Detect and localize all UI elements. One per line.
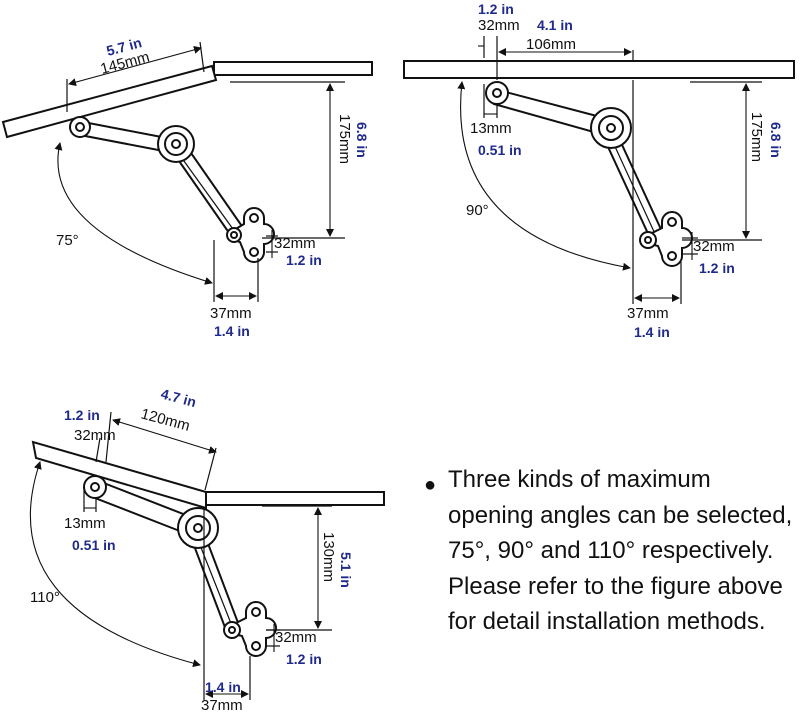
- figure-110-degree: 1.2 in 32mm 4.7 in 120mm 13mm 0.51 in: [29, 385, 385, 714]
- angle-arc: [457, 81, 631, 271]
- base-height-mm: 32mm: [275, 629, 317, 646]
- pivot-mm: 13mm: [470, 120, 512, 137]
- height-mm: 130mm: [320, 532, 337, 582]
- height-in: 6.8 in: [354, 122, 370, 158]
- pivot-in: 0.51 in: [72, 537, 116, 553]
- lid-length-mm: 106mm: [526, 36, 576, 53]
- height-in: 6.8 in: [768, 122, 784, 158]
- lid-dimension-line: [112, 418, 217, 454]
- offset-in: 1.2 in: [478, 1, 514, 17]
- fixed-panel: [203, 491, 385, 506]
- figure-75-degree: 5.7 in 145mm 175mm 6.8 in 32mm 1.2 in: [1, 34, 373, 339]
- height-mm: 175mm: [748, 112, 765, 162]
- base-width-in: 1.4 in: [205, 679, 241, 695]
- pivot-mm: 13mm: [64, 515, 106, 532]
- base-width-mm: 37mm: [201, 697, 243, 714]
- base-plate: [649, 211, 693, 267]
- base-height-in: 1.2 in: [286, 651, 322, 667]
- height-mm: 175mm: [336, 114, 353, 164]
- bullet-icon: ●: [424, 474, 437, 496]
- offset-in: 1.2 in: [64, 407, 100, 423]
- base-width-mm: 37mm: [210, 305, 252, 322]
- lid-dimension-line: [68, 45, 202, 87]
- height-in: 5.1 in: [338, 552, 354, 588]
- base-height-mm: 32mm: [274, 235, 316, 252]
- angle-label: 90°: [466, 202, 489, 219]
- offset-mm: 32mm: [478, 17, 520, 34]
- base-height-mm: 32mm: [693, 238, 735, 255]
- angle-arc: [29, 461, 201, 668]
- figure-90-degree: 1.2 in 32mm 4.1 in 106mm 13mm 0.51 in: [403, 1, 795, 340]
- angle-label: 75°: [56, 232, 79, 249]
- fixed-panel: [213, 61, 373, 76]
- note-text: Three kinds of maximum opening angles ca…: [448, 466, 793, 635]
- base-width-in: 1.4 in: [214, 323, 250, 339]
- angle-arc: [54, 142, 213, 285]
- base-width-in: 1.4 in: [634, 324, 670, 340]
- base-width-mm: 37mm: [627, 305, 669, 322]
- pivot-in: 0.51 in: [478, 142, 522, 158]
- angle-label: 110°: [30, 589, 60, 606]
- base-height-in: 1.2 in: [286, 252, 322, 268]
- base-height-in: 1.2 in: [699, 260, 735, 276]
- lid-length-in: 4.7 in: [159, 385, 198, 410]
- offset-mm: 32mm: [74, 427, 116, 444]
- lid-length-in: 4.1 in: [537, 17, 573, 33]
- top-panel: [403, 60, 795, 79]
